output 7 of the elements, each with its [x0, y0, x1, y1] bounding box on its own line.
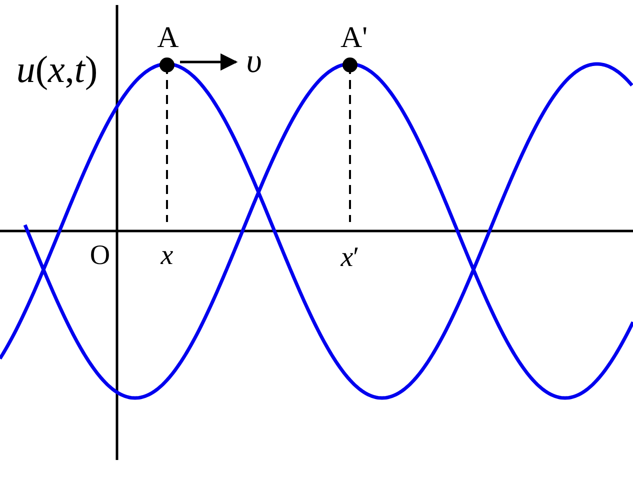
origin-label: O	[90, 242, 110, 270]
point-label: A	[157, 23, 179, 53]
point-label: A'	[340, 23, 368, 53]
position-label: x′	[340, 244, 360, 272]
position-label: x	[160, 242, 174, 270]
velocity-label: υ	[246, 45, 262, 79]
function-label: u(x,t)	[16, 51, 98, 89]
